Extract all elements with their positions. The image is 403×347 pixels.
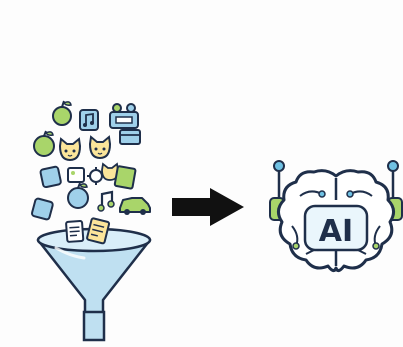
apple-icon (52, 100, 72, 126)
right-arrow-icon (172, 188, 244, 226)
apple-icon (33, 130, 55, 157)
card-icon (113, 165, 137, 190)
tag-icon (31, 197, 54, 221)
ai-label: AI (319, 214, 353, 249)
document-icon (65, 220, 85, 243)
funnel-icon (36, 227, 152, 342)
image-icon (67, 167, 85, 183)
music-note-icon (79, 109, 99, 131)
ai-brain-icon: AI (269, 160, 403, 273)
apple-icon (67, 182, 89, 209)
tag-icon (39, 165, 62, 189)
car-icon (119, 197, 151, 215)
card-icon (119, 129, 141, 145)
cat-face-icon (58, 137, 82, 162)
document-icon (86, 217, 111, 245)
cat-face-icon (88, 135, 112, 160)
music-note-icon (97, 190, 115, 212)
cat-face-icon (101, 162, 119, 181)
robot-icon (109, 103, 139, 129)
